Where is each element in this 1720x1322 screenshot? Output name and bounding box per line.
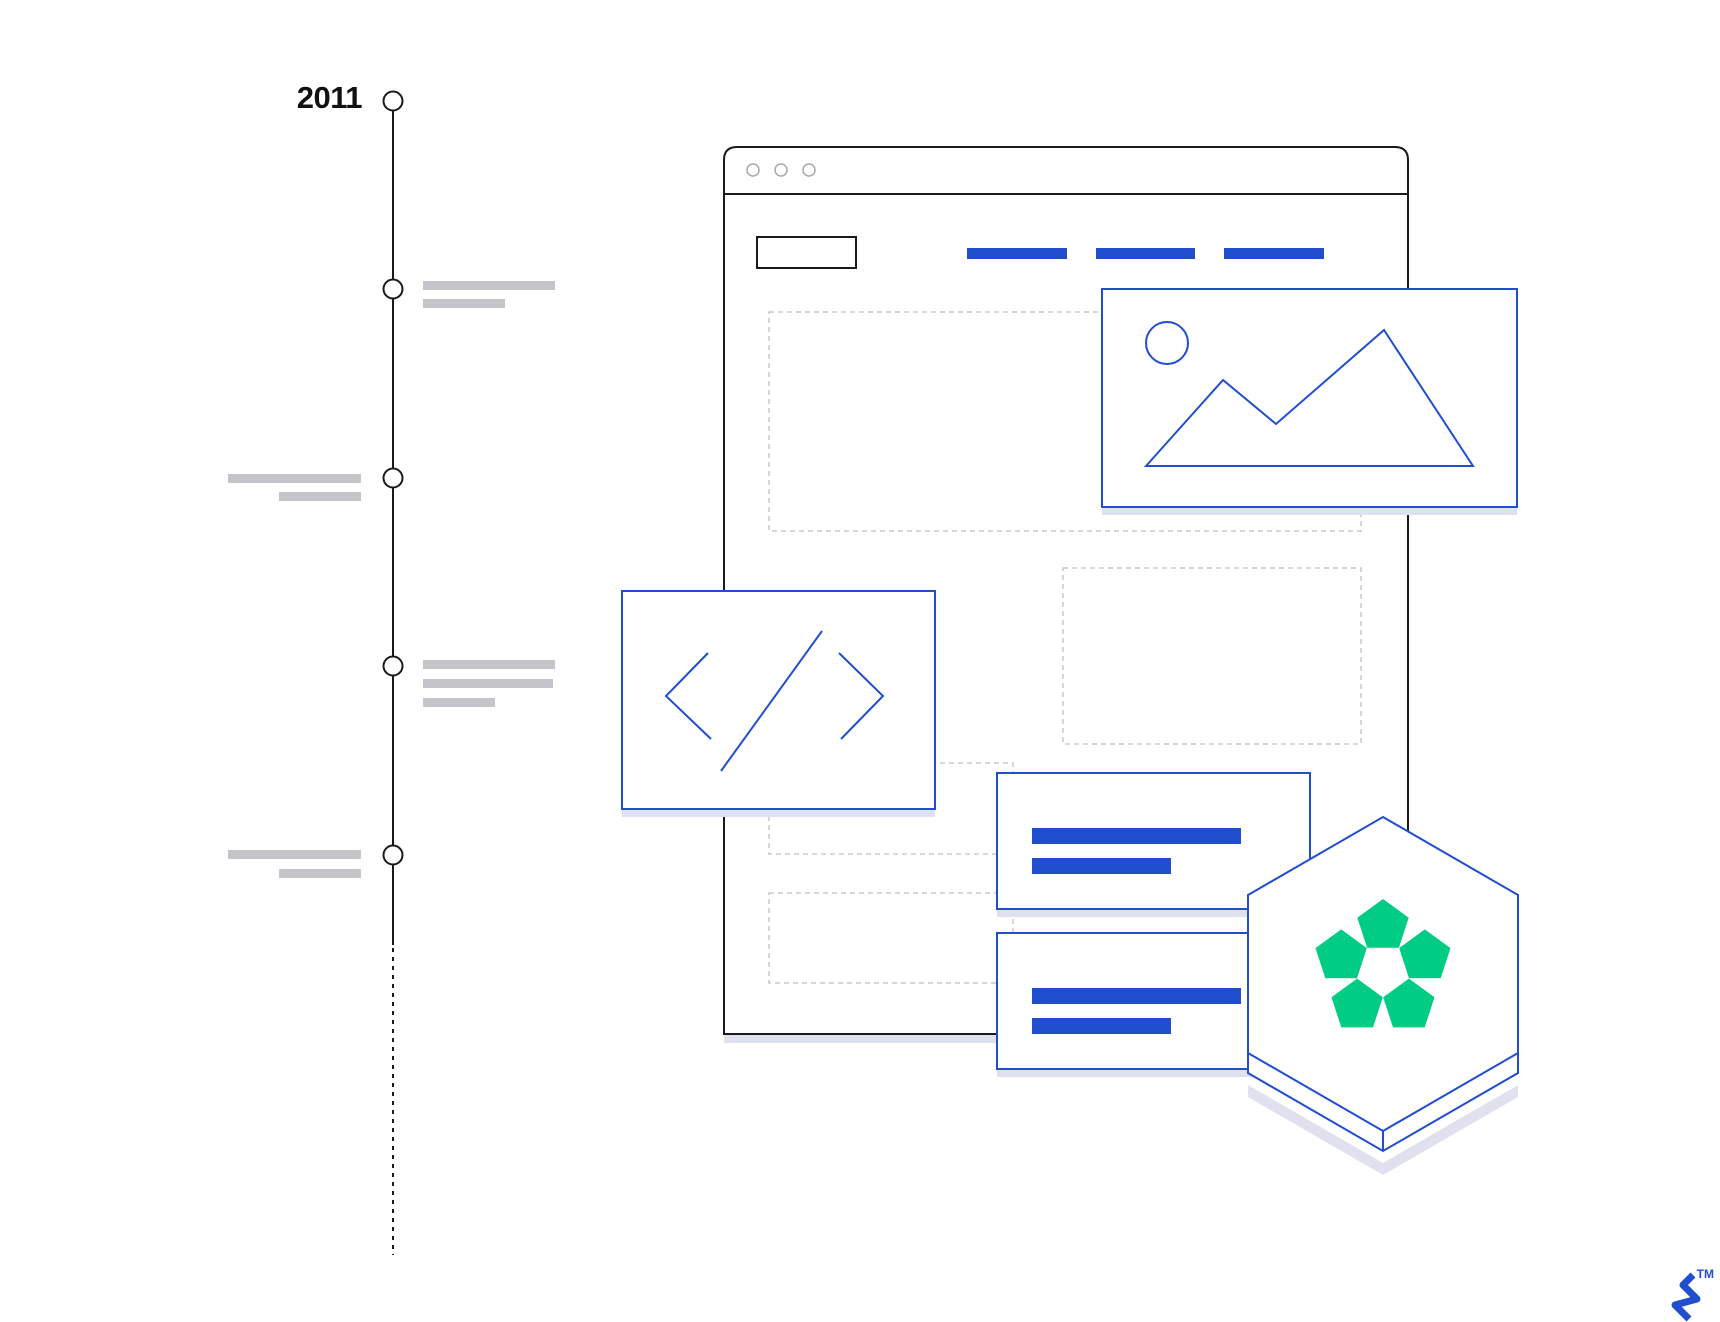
window-dot-icon [774,163,788,177]
event-text-line [228,850,361,859]
event-text-line [279,492,361,501]
nav-item-bar [1096,248,1195,259]
flower-petal-pentagon [1357,899,1409,948]
toptal-logo-icon [1671,1272,1701,1322]
logo-placeholder-box [756,236,857,269]
timeline-node-start [382,90,404,112]
image-card-shadow [1102,507,1517,515]
pentagon-flower-icon [1315,899,1451,1028]
text-line-bar [1032,858,1171,874]
code-card-shadow [622,809,935,817]
image-icon [1143,321,1475,467]
sun-shape [1145,321,1189,365]
text-card-shadow [997,909,1310,917]
image-card-frame [1101,288,1518,508]
text-line-bar [1032,828,1241,844]
flower-petal-pentagon [1383,978,1435,1028]
flower-petal-pentagon [1315,929,1367,979]
timeline-node [382,655,404,677]
hero-placeholder [768,311,1362,532]
timeline-node [382,844,404,866]
code-card [621,590,936,817]
event-text-line [423,698,495,707]
angle-bracket-left [664,652,712,740]
text-line-bar [1032,988,1241,1004]
event-text-line [423,679,553,688]
flower-petal-pentagon [1331,978,1383,1028]
angle-bracket-right [838,652,885,740]
flower-petal-pentagon [1399,929,1451,979]
text-line-bar [1032,1018,1171,1034]
text-card-shadow [997,1069,1310,1077]
code-icon [664,630,885,772]
text-card-upper [996,772,1311,917]
timeline [228,90,555,1255]
mountain-shape [1143,328,1475,467]
event-text-line [228,474,361,483]
event-text-line [423,660,555,669]
window-dot-icon [746,163,760,177]
image-card [1101,288,1518,515]
nav-item-bar [1224,248,1324,259]
code-slash [720,630,823,772]
trademark-symbol: TM [1696,1267,1714,1281]
code-card-frame [621,590,936,810]
event-text-line [423,281,555,290]
event-text-line [423,299,505,308]
timeline-year-label: 2011 [296,80,363,115]
timeline-node [382,278,404,300]
hexagon-badge [1247,815,1519,1175]
nav-item-bar [967,248,1067,259]
event-text-line [279,869,361,878]
content-placeholder-right [1062,567,1362,745]
window-dot-icon [802,163,816,177]
timeline-node [382,467,404,489]
